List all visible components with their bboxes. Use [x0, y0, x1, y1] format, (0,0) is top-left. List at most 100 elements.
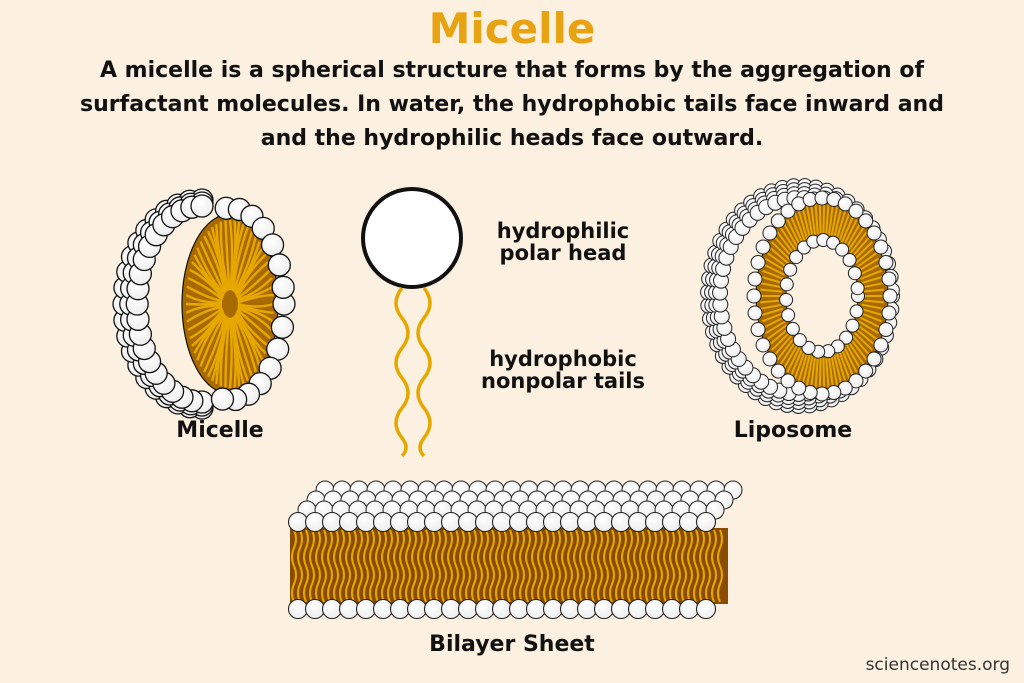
- micelle-label: Micelle: [176, 418, 264, 443]
- bilayer-tail-bottom: [507, 565, 513, 603]
- liposome-tail: [833, 354, 843, 384]
- bilayer-tail-bottom: [669, 565, 675, 603]
- bilayer-tail-bottom: [435, 565, 441, 603]
- liposome-tail: [786, 219, 801, 246]
- bilayer-tail-top: [579, 529, 585, 567]
- bilayer-bottom-head: [695, 598, 717, 620]
- liposome-tail: [851, 236, 871, 257]
- liposome-inner-head: [789, 250, 804, 265]
- micelle-tail: [232, 226, 250, 292]
- micelle-tail: [237, 305, 274, 323]
- bilayer-tail-top: [675, 529, 681, 567]
- liposome-outer-head: [747, 305, 763, 321]
- micelle-tail: [237, 285, 274, 303]
- bilayer-top-head: [338, 511, 360, 533]
- liposome-outer-head: [878, 322, 894, 338]
- liposome-inner-head: [801, 340, 816, 355]
- liposome-outer-head: [750, 322, 766, 338]
- liposome-outer-head: [780, 203, 796, 219]
- liposome-outer-head: [878, 254, 894, 270]
- bilayer-top-head: [576, 511, 598, 533]
- micelle-illustration: [112, 188, 296, 420]
- bilayer-bottom-head: [457, 598, 479, 620]
- bilayer-sheet-illustration: [287, 480, 743, 620]
- bilayer-tail-bottom: [501, 565, 507, 603]
- liposome-tail: [830, 355, 838, 386]
- micelle-tail: [196, 247, 225, 296]
- bilayer-bottom-head: [678, 598, 700, 620]
- site-credit: sciencenotes.org: [865, 655, 1010, 675]
- bilayer-tail-top: [495, 529, 501, 567]
- bilayer-tail-top: [393, 529, 399, 567]
- bilayer-top-head: [678, 511, 700, 533]
- bilayer-tail-top: [573, 529, 579, 567]
- bilayer-tail-top: [459, 529, 465, 567]
- liposome-inner-head: [847, 266, 862, 281]
- bilayer-tail-bottom: [447, 565, 453, 603]
- bilayer-tail-top: [441, 529, 447, 567]
- bilayer-tail-top: [507, 529, 513, 567]
- bilayer-tail-bottom: [453, 565, 459, 603]
- liposome-tail: [814, 204, 819, 235]
- bilayer-top-head: [627, 511, 649, 533]
- micelle-tail: [237, 304, 274, 314]
- micelle-tail: [187, 276, 224, 301]
- bilayer-tail-bottom: [675, 565, 681, 603]
- liposome-tail: [841, 215, 854, 243]
- liposome-tail: [847, 227, 865, 251]
- bilayer-tail-top: [489, 529, 495, 567]
- bilayer-tail-bottom: [693, 565, 699, 603]
- bilayer-tail-bottom: [363, 565, 369, 603]
- bilayer-tail-bottom: [339, 565, 345, 603]
- liposome-tail: [825, 204, 830, 235]
- bilayer-tail-bottom: [441, 565, 447, 603]
- tail-left: [394, 286, 410, 458]
- bilayer-tail-bottom: [609, 565, 615, 603]
- liposome-outer-head: [882, 288, 898, 304]
- bilayer-tail-bottom: [555, 565, 561, 603]
- liposome-tail: [801, 354, 811, 384]
- bilayer-tail-top: [519, 529, 525, 567]
- tails-label: hydrophobic nonpolar tails: [468, 348, 658, 392]
- bilayer-tail-top: [651, 529, 657, 567]
- bilayer-tail-top: [369, 529, 375, 567]
- bilayer-tail-top: [699, 529, 705, 567]
- liposome-outer-head: [762, 225, 778, 241]
- bilayer-tail-bottom: [327, 565, 333, 603]
- bilayer-tail-top: [297, 529, 303, 567]
- bilayer-tail-top: [681, 529, 687, 567]
- bilayer-top-head: [508, 511, 530, 533]
- liposome-outer-head: [770, 363, 786, 379]
- bilayer-tail-top: [561, 529, 567, 567]
- surfactant-molecule: [361, 187, 463, 458]
- bilayer-tail-bottom: [321, 565, 327, 603]
- liposome-tail: [760, 282, 783, 289]
- bilayer-bottom-head: [372, 598, 394, 620]
- bilayer-tail-bottom: [591, 565, 597, 603]
- bilayer-bottom-head: [661, 598, 683, 620]
- liposome-inner-head: [785, 321, 800, 336]
- bilayer-top-head: [491, 511, 513, 533]
- micelle-head: [271, 275, 295, 299]
- bilayer-tail-top: [603, 529, 609, 567]
- bilayer-tail-bottom: [297, 565, 303, 603]
- bilayer-tail-bottom: [633, 565, 639, 603]
- liposome-inner-head: [779, 277, 794, 292]
- bilayer-tail-bottom: [495, 565, 501, 603]
- bilayer-bottom-head: [559, 598, 581, 620]
- bilayer-tail-bottom: [627, 565, 633, 603]
- bilayer-tail-top: [411, 529, 417, 567]
- liposome-inner-head: [783, 262, 798, 277]
- bilayer-bottom-head: [525, 598, 547, 620]
- micelle-tail: [206, 315, 228, 378]
- bilayer-tail-bottom: [423, 565, 429, 603]
- liposome-tail: [760, 299, 783, 304]
- bilayer-tail-top: [321, 529, 327, 567]
- bilayer-tail-bottom: [351, 565, 357, 603]
- micelle-head: [210, 387, 235, 411]
- micelle-tail: [185, 304, 223, 314]
- micelle-tail: [237, 294, 274, 304]
- liposome-tail: [797, 353, 808, 382]
- liposome-tail: [843, 346, 858, 373]
- micelle-tail: [229, 317, 237, 388]
